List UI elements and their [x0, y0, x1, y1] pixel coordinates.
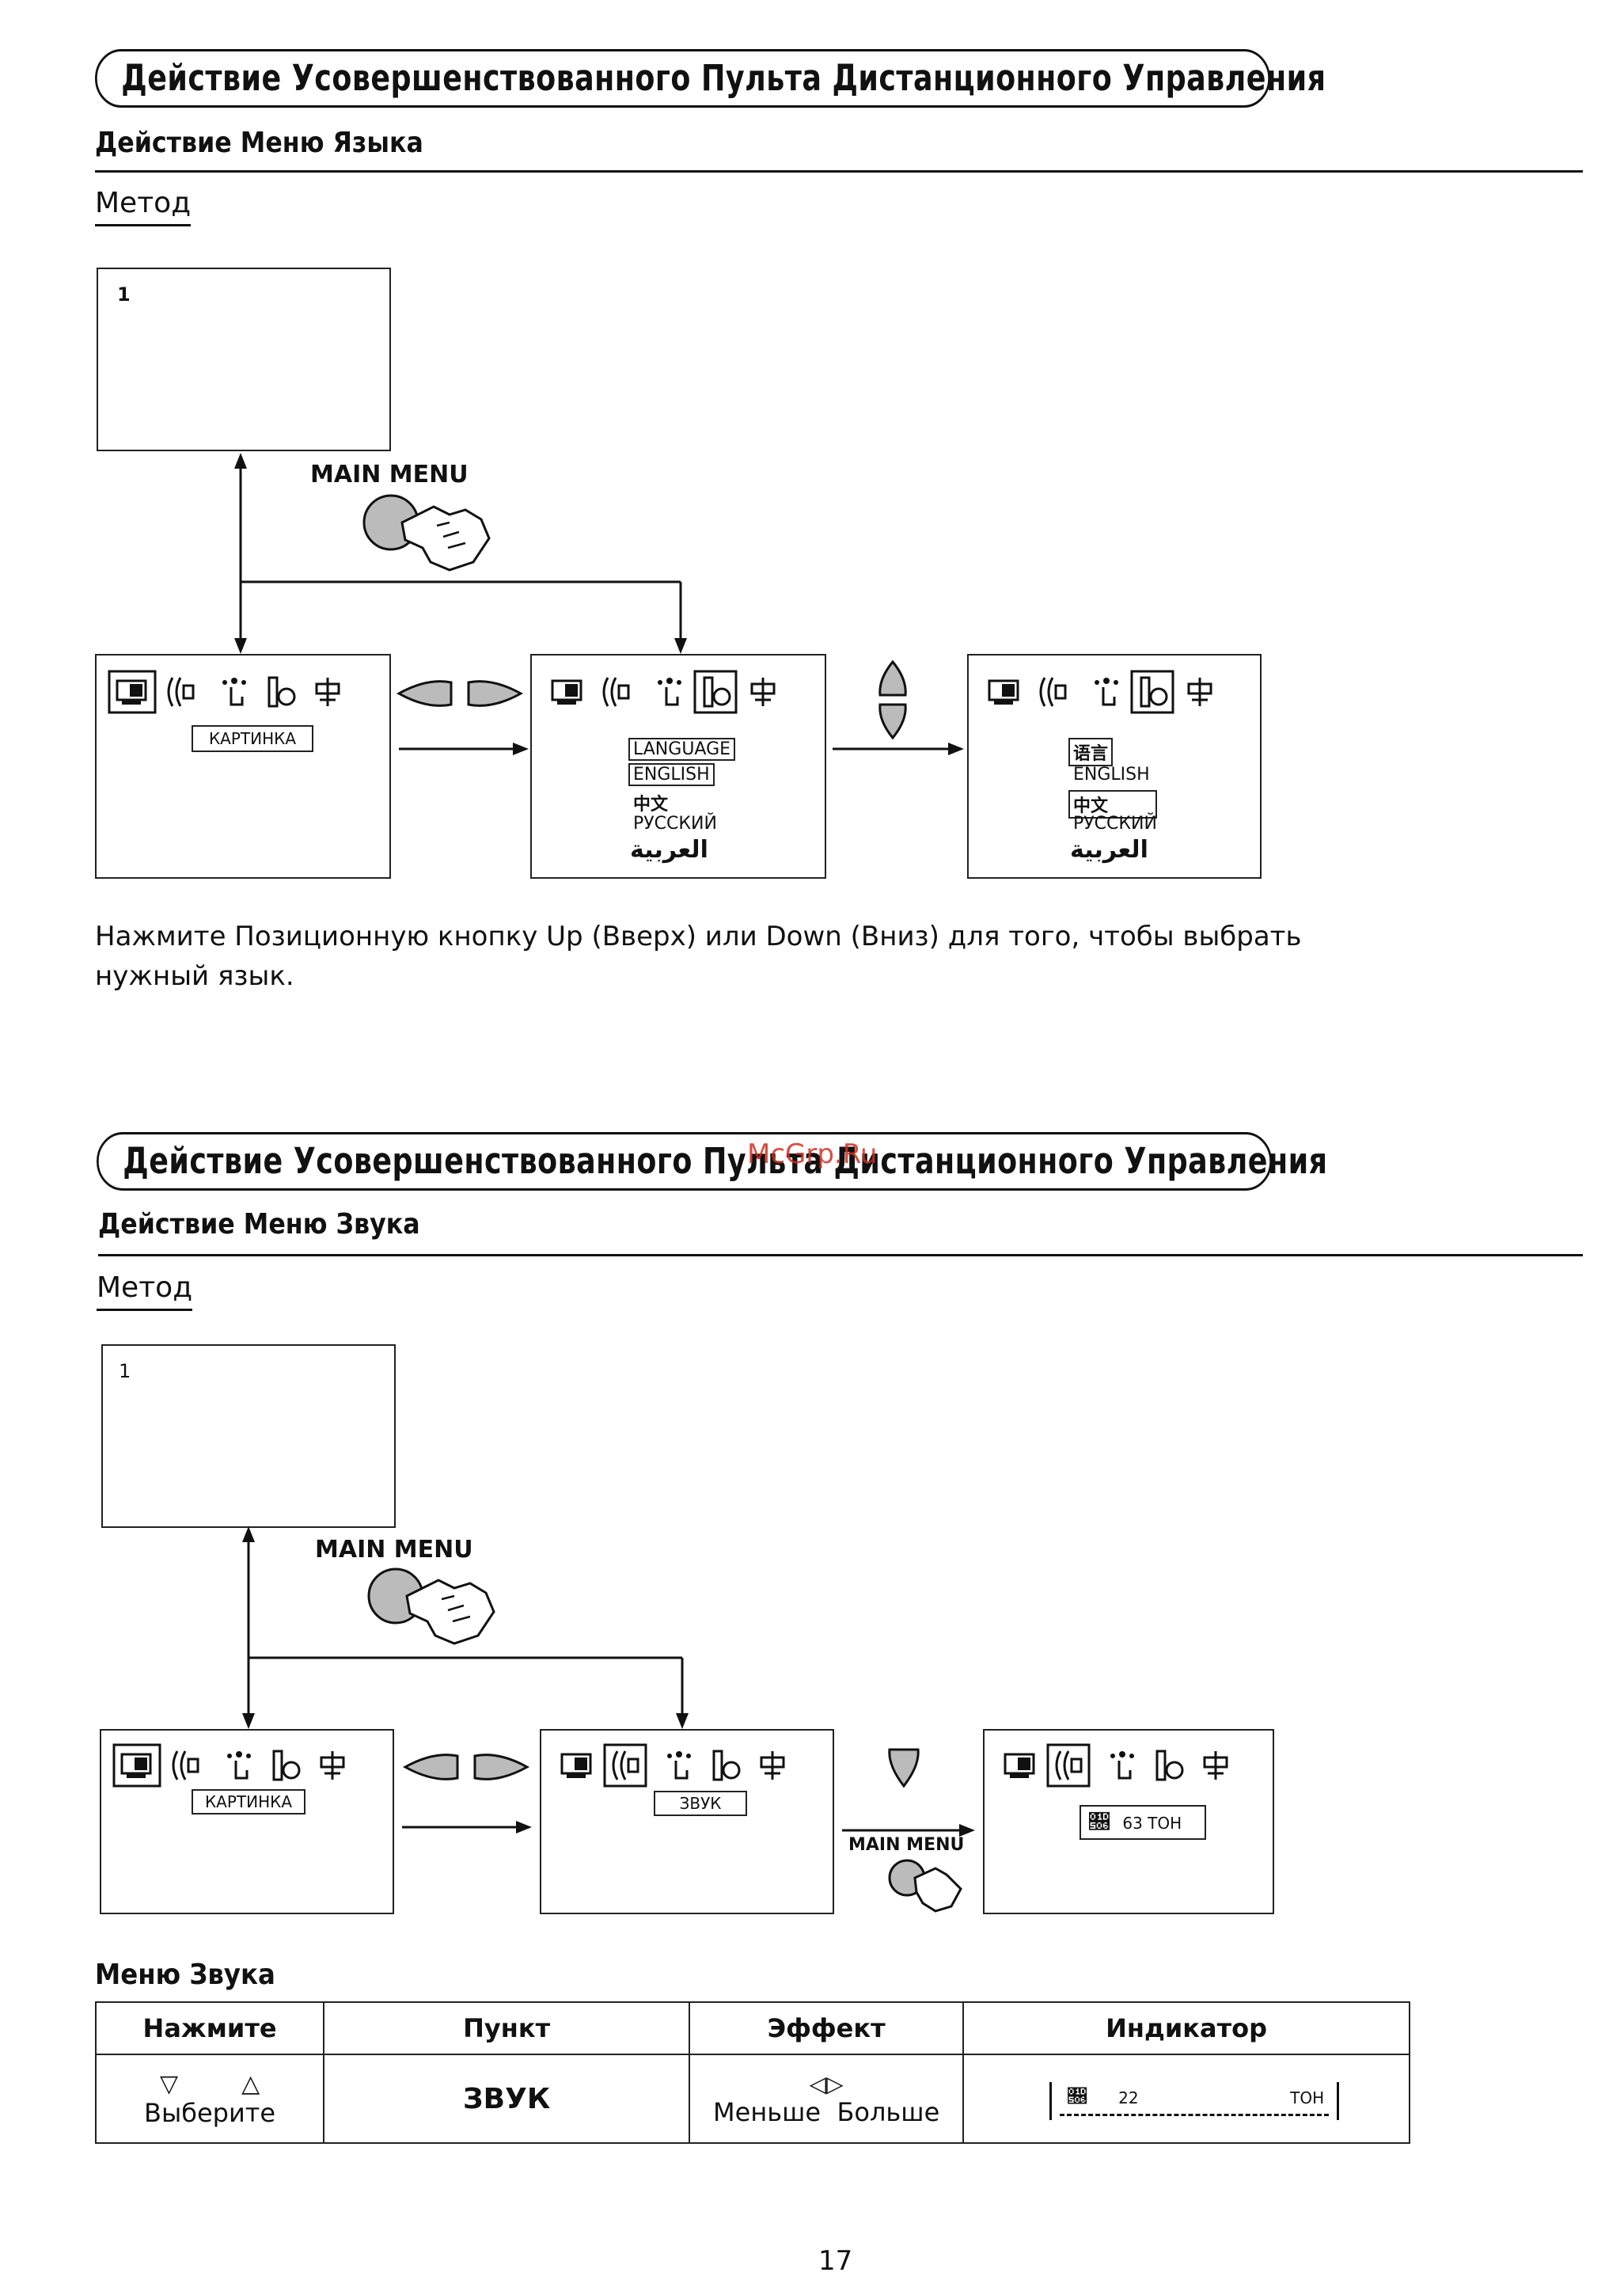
- tone-icon: 𝔆: [1089, 1811, 1110, 1834]
- tone-indicator-bar: 𝔆 22 ТОН: [1049, 2082, 1340, 2120]
- up-down-icons: ▽△: [160, 2069, 324, 2098]
- screen-number: 1: [117, 283, 131, 306]
- table-header-press: Нажмите: [94, 2001, 325, 2055]
- hand-press-icon: [362, 494, 491, 572]
- table-header-effect: Эффект: [689, 2001, 965, 2055]
- language-option-russian[interactable]: РУССКИЙ: [633, 814, 717, 834]
- picture-menu-box: КАРТИНКА: [192, 725, 313, 752]
- watermark: McGrp.Ru: [747, 1138, 878, 1170]
- effect-label: Меньше Больше: [713, 2096, 940, 2127]
- section2-method: Метод: [97, 1271, 193, 1311]
- table-cell-effect: ◁▷ Меньше Больше: [689, 2054, 965, 2144]
- language-option-russian[interactable]: РУССКИЙ: [1073, 814, 1157, 834]
- indicator-dashes: [1060, 2114, 1330, 2116]
- flow-arrows-1: [234, 453, 964, 755]
- menu-icon-row: [112, 1743, 345, 1788]
- indicator-value: 22: [1118, 2088, 1139, 2107]
- tv-screen-menu-sound: ЗВУК: [540, 1729, 834, 1914]
- main-menu-label: MAIN MENU: [310, 461, 469, 488]
- menu-icon-row: [108, 670, 340, 714]
- sound-table-title: Меню Звука: [95, 1959, 275, 1991]
- sound-menu-table: Нажмите Пункт Эффект Индикатор ▽△ Выбери…: [94, 2001, 1410, 2144]
- press-label: Выберите: [144, 2097, 276, 2128]
- sound-menu-box: ЗВУК: [654, 1791, 747, 1816]
- screen-number: 1: [119, 1360, 131, 1382]
- section1-rule: [95, 170, 1583, 173]
- table-cell-press: ▽△ Выберите: [94, 2054, 325, 2144]
- indicator-unit: ТОН: [1290, 2088, 1325, 2107]
- instruction-line-2: нужный язык.: [95, 960, 294, 992]
- picture-menu-box: КАРТИНКА: [192, 1789, 305, 1814]
- tone-icon: 𝔆: [1068, 2085, 1087, 2107]
- tv-screen-initial-2: 1: [101, 1344, 396, 1528]
- section1-subtitle: Действие Меню Языка: [95, 127, 423, 159]
- language-option-chinese[interactable]: 中文: [633, 795, 669, 815]
- section2-title: Действие Усовершенствованного Пульта Дис…: [97, 1132, 1327, 1191]
- table-header-item: Пункт: [323, 2001, 691, 2055]
- table-cell-indicator: 𝔆 22 ТОН: [962, 2054, 1410, 2144]
- flow-arrows-2: [242, 1526, 975, 1913]
- hand-press-icon: [367, 1568, 495, 1645]
- left-right-icons: ◁▷: [809, 2070, 844, 2097]
- language-option-arabic[interactable]: العربية: [1070, 836, 1148, 864]
- tone-value: 63 ТОН: [1122, 1814, 1182, 1833]
- table-cell-item: ЗВУК: [323, 2054, 691, 2144]
- section2-rule: [98, 1254, 1583, 1256]
- section1-method: Метод: [95, 187, 192, 226]
- language-heading: LANGUAGE: [628, 738, 736, 761]
- instruction-line-1: Нажмите Позиционную кнопку Up (Вверх) ил…: [95, 921, 1302, 952]
- language-option-english[interactable]: ENGLISH: [1073, 765, 1150, 785]
- menu-icon-row: [1004, 1743, 1228, 1788]
- language-option-english[interactable]: ENGLISH: [628, 763, 715, 786]
- menu-icon-row: [560, 1743, 785, 1788]
- tone-value-box: 𝔆 63 ТОН: [1080, 1805, 1206, 1840]
- tv-screen-tone: 𝔆 63 ТОН: [983, 1729, 1274, 1914]
- menu-icon-row: [988, 670, 1212, 714]
- small-main-menu-label: MAIN MENU: [848, 1835, 965, 1855]
- language-option-arabic[interactable]: العربية: [630, 836, 708, 864]
- section2-subtitle: Действие Меню Звука: [98, 1208, 420, 1241]
- language-option-chinese-selected[interactable]: 中文: [1068, 790, 1157, 819]
- section1-title: Действие Усовершенствованного Пульта Дис…: [95, 49, 1326, 108]
- tv-screen-menu-picture-2: КАРТИНКА: [100, 1729, 394, 1914]
- tv-screen-menu-language-selected: 语言 ENGLISH 中文 РУССКИЙ العربية: [967, 654, 1262, 879]
- tv-screen-initial: 1: [97, 268, 391, 451]
- main-menu-label-2: MAIN MENU: [315, 1536, 473, 1564]
- language-heading-chinese: 语言: [1068, 738, 1114, 766]
- tv-screen-menu-language: LANGUAGE ENGLISH 中文 РУССКИЙ العربية: [530, 654, 826, 879]
- page-number: 17: [818, 2245, 853, 2277]
- table-header-indicator: Индикатор: [962, 2001, 1410, 2055]
- menu-icon-row: [551, 670, 776, 714]
- tv-screen-menu-picture-1: КАРТИНКА: [95, 654, 391, 879]
